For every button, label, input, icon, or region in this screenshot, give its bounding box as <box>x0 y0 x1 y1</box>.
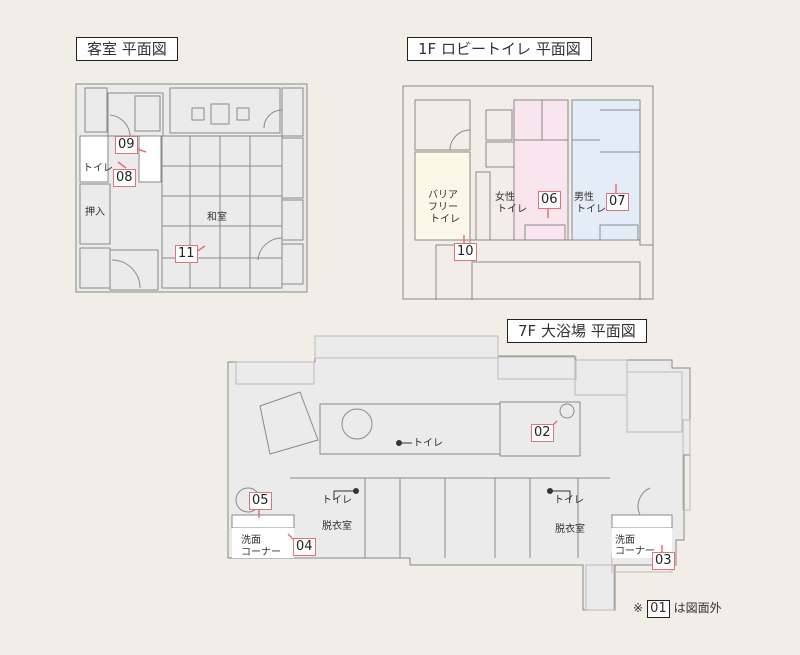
marker-09[interactable]: 09 <box>115 136 138 154</box>
marker-02[interactable]: 02 <box>531 424 554 442</box>
room-label-wash-right-2: コーナー <box>615 546 655 557</box>
room-label-toilet-left: トイレ <box>322 495 352 506</box>
lobby-toilet-plan <box>402 85 654 300</box>
room-label-women-1: 女性 <box>495 192 515 203</box>
room-label-barrier-free-3: トイレ <box>430 214 460 225</box>
marker-03[interactable]: 03 <box>652 552 675 570</box>
marker-08[interactable]: 08 <box>113 169 136 187</box>
room-label-barrier-free-1: バリア <box>428 190 458 201</box>
room-label-men-2: トイレ <box>576 204 606 215</box>
room-label-toilet-right: トイレ <box>554 495 584 506</box>
room-label-wash-right-1: 洗面 <box>615 535 635 546</box>
marker-01: 01 <box>647 600 670 618</box>
room-label-men-1: 男性 <box>574 192 594 203</box>
bath-7f-plan <box>227 335 691 611</box>
marker-10[interactable]: 10 <box>454 243 477 261</box>
note-prefix: ※ <box>633 601 644 615</box>
marker-11[interactable]: 11 <box>175 245 198 263</box>
marker-04[interactable]: 04 <box>293 538 316 556</box>
bath-7f-plan-title: 7F 大浴場 平面図 <box>507 319 647 343</box>
marker-06[interactable]: 06 <box>538 191 561 209</box>
note-suffix: は図面外 <box>673 601 722 615</box>
room-label-dressing-right: 脱衣室 <box>555 524 585 535</box>
guest-room-plan-title: 客室 平面図 <box>76 37 178 61</box>
room-label-women-2: トイレ <box>497 204 527 215</box>
lobby-toilet-plan-title: 1F ロビートイレ 平面図 <box>407 37 592 61</box>
room-label-dressing-left: 脱衣室 <box>322 521 352 532</box>
room-label-japanese-room: 和室 <box>207 212 227 223</box>
room-label-barrier-free-2: フリー <box>428 202 458 213</box>
marker-07[interactable]: 07 <box>606 193 629 211</box>
room-label-toilet: トイレ <box>83 163 113 174</box>
room-label-wash-left-2: コーナー <box>241 547 281 558</box>
room-label-wash-left-1: 洗面 <box>241 535 261 546</box>
room-label-toilet-center: トイレ <box>413 438 443 449</box>
marker-05[interactable]: 05 <box>249 492 272 510</box>
room-label-closet: 押入 <box>85 207 105 218</box>
